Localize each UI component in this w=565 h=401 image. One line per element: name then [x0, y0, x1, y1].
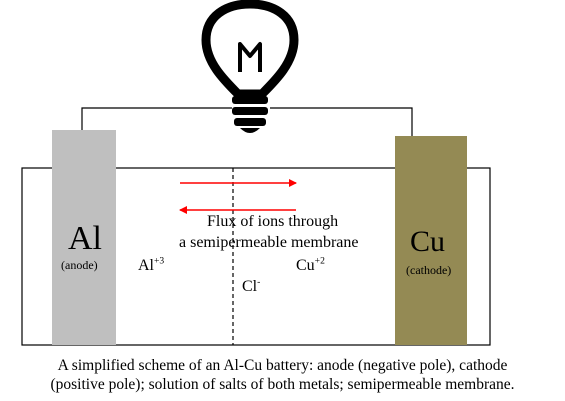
cu-ion-label: Cu+2: [296, 255, 325, 274]
left-wire: [81, 107, 232, 130]
right-wire: [270, 107, 413, 136]
membrane-label-line2: a semipermeable membrane: [179, 234, 359, 251]
electrolyte-container: [21, 167, 491, 346]
cu-ion-charge: +2: [314, 255, 325, 267]
membrane-label-line1: Flux of ions through: [207, 213, 339, 230]
al-ion-charge: +3: [154, 255, 165, 267]
cathode-symbol: Cu: [410, 225, 446, 258]
cu-ion-base: Cu: [296, 257, 315, 274]
caption-line2: (positive pole); solution of salts of bo…: [50, 376, 515, 393]
cathode-electrode: [395, 136, 467, 345]
figure-caption: A simplified scheme of an Al-Cu battery:…: [0, 356, 565, 394]
cl-ion-label: Cl-: [242, 276, 261, 295]
light-bulb-icon: [201, 0, 299, 133]
anode-symbol: Al: [68, 220, 102, 257]
cathode-role: (cathode): [406, 263, 452, 277]
anode-electrode: [52, 130, 116, 345]
caption-line1: A simplified scheme of an Al-Cu battery:…: [57, 357, 508, 374]
cl-ion-base: Cl: [242, 278, 258, 295]
cl-ion-charge: -: [257, 276, 261, 288]
anode-role: (anode): [61, 258, 98, 272]
al-ion-label: Al+3: [138, 255, 165, 274]
al-ion-base: Al: [138, 257, 154, 274]
